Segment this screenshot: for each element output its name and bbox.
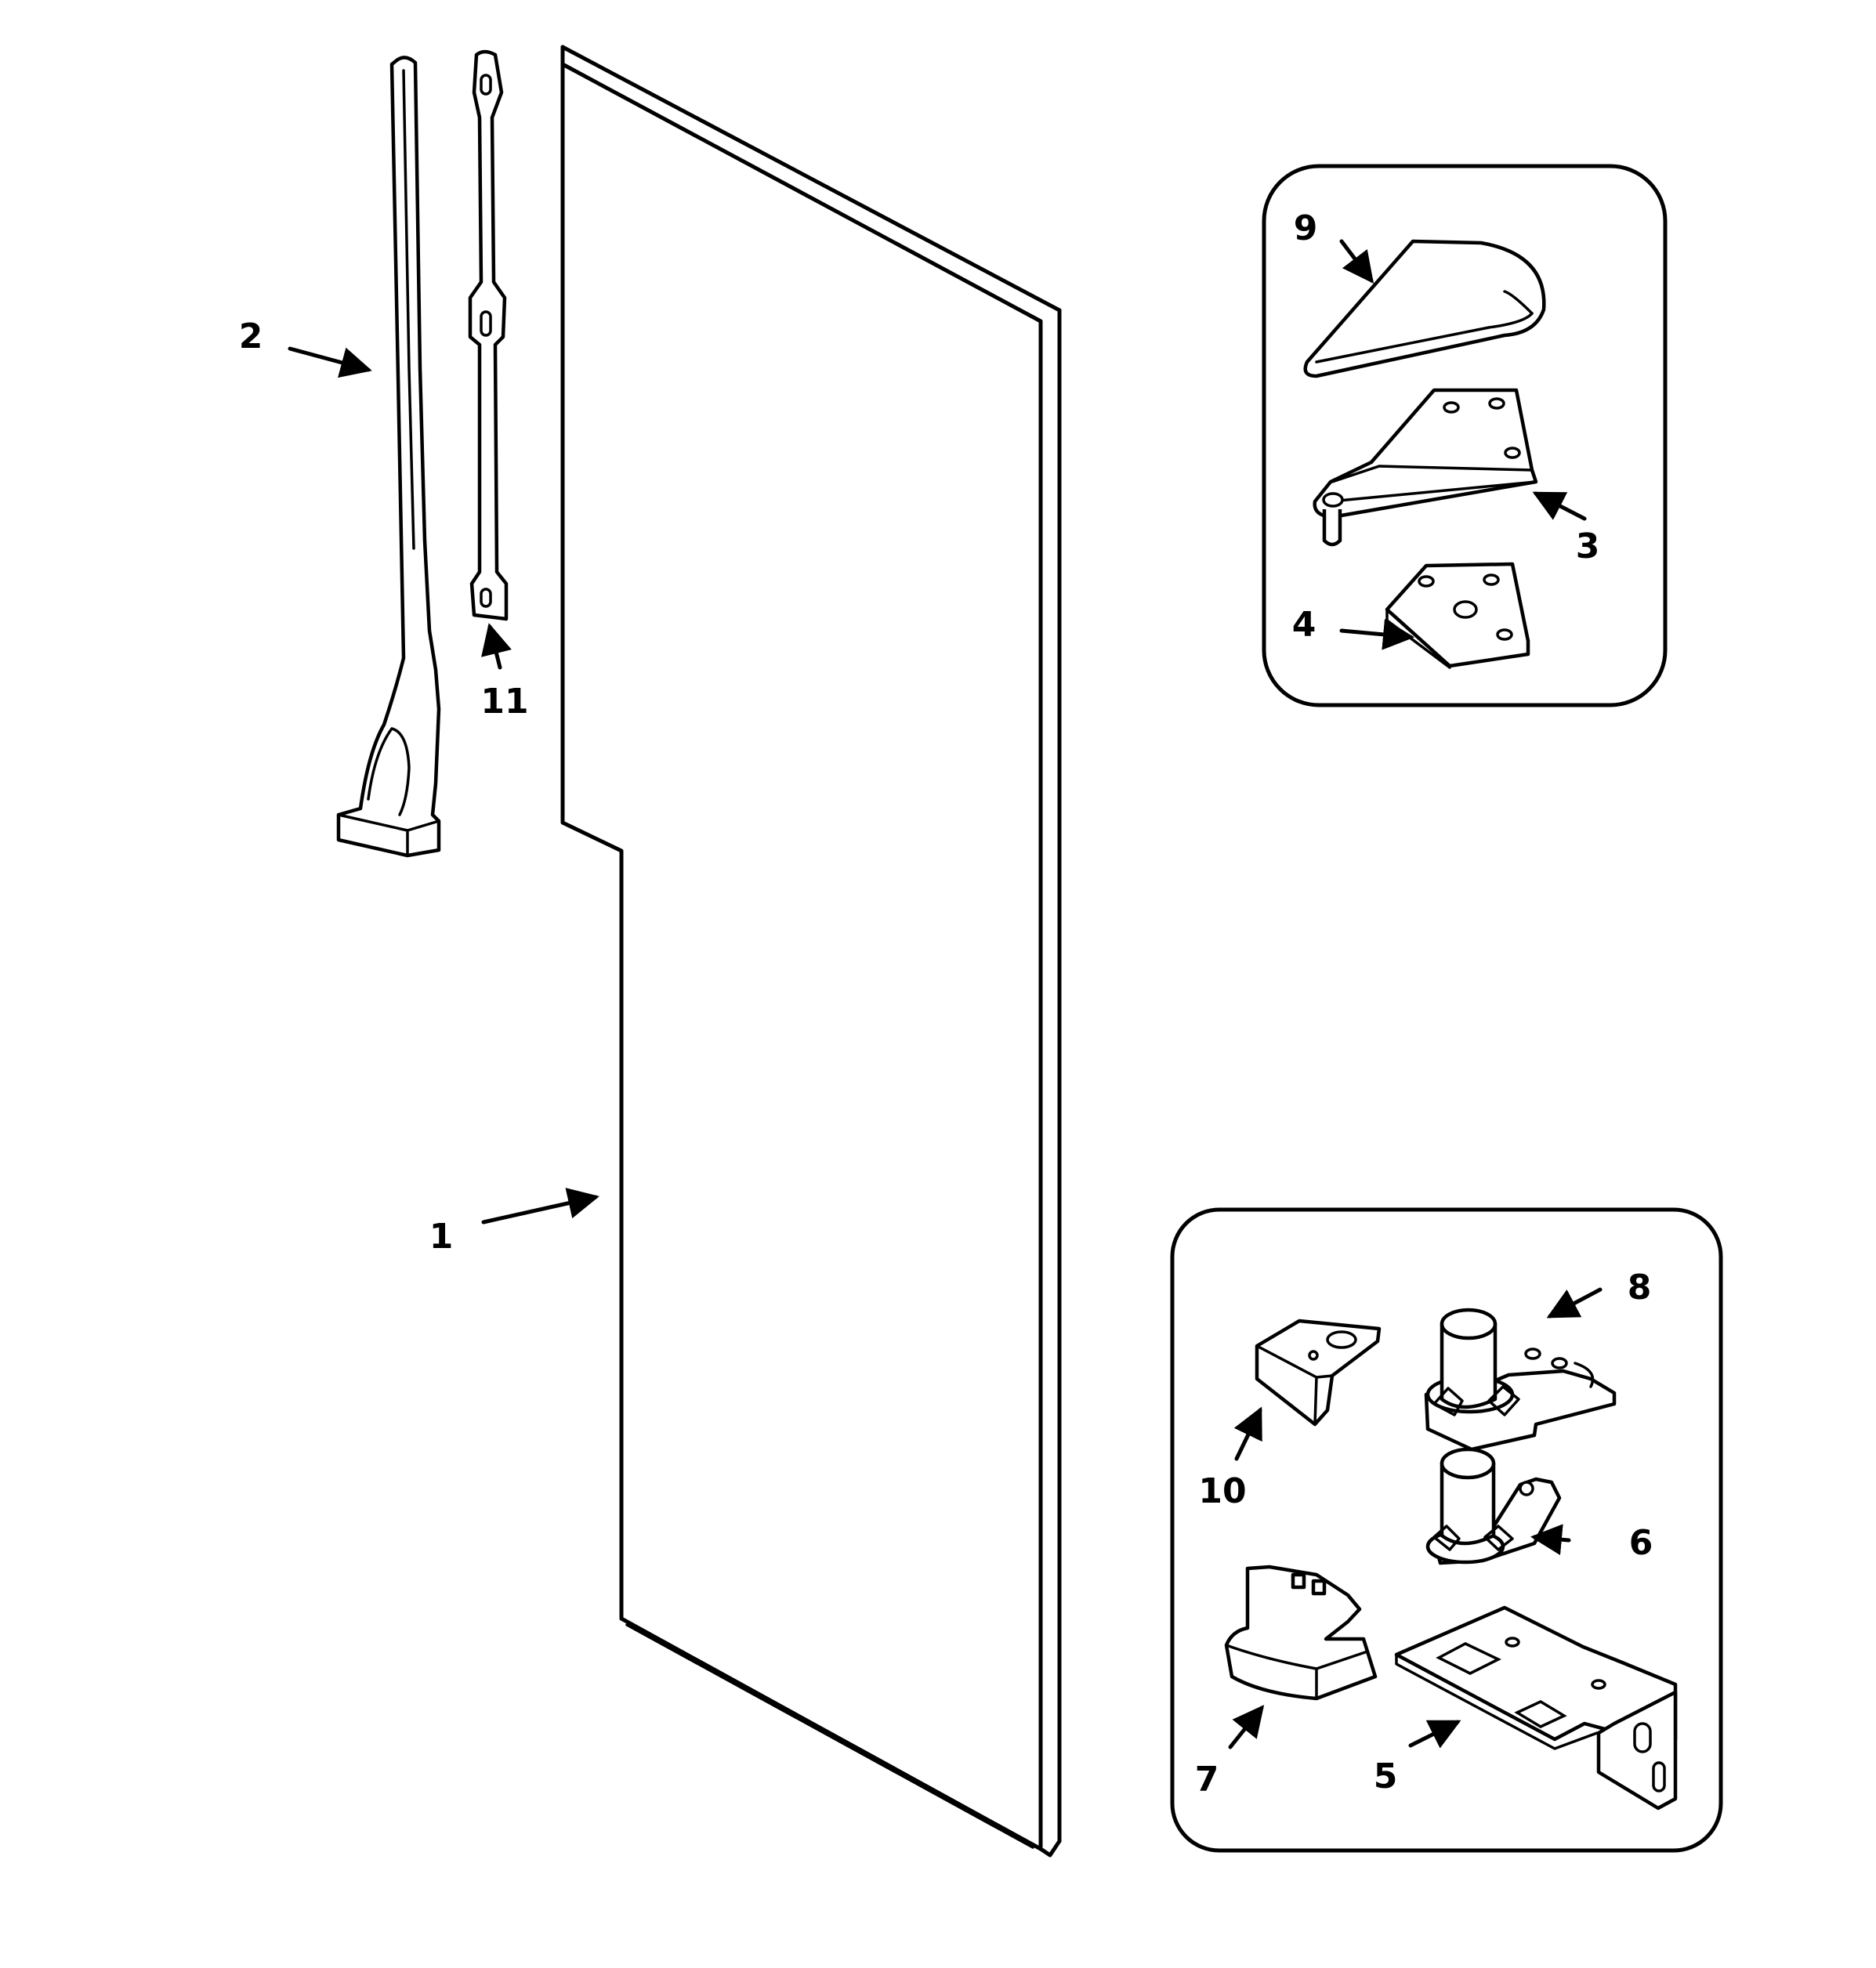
hinge-cover-bottom <box>1224 1565 1378 1701</box>
top-hinge-inset <box>1262 164 1668 707</box>
callout-5: 5 <box>1374 1756 1398 1796</box>
callout-1: 1 <box>429 1217 454 1257</box>
callout-2: 2 <box>239 317 263 356</box>
hinge-cover-top <box>1303 239 1546 378</box>
bottom-hinge-inset <box>1170 1207 1723 1853</box>
callout-8: 8 <box>1628 1268 1652 1308</box>
callout-10: 10 <box>1198 1471 1246 1511</box>
door-panel <box>560 45 1062 1858</box>
callout-4: 4 <box>1292 605 1316 645</box>
leader-arrows <box>288 239 1603 1749</box>
hinge-pin-lower <box>1425 1447 1562 1565</box>
door-stop-bracket <box>1255 1319 1382 1427</box>
callout-6: 6 <box>1629 1523 1653 1563</box>
hinge-shim <box>1385 562 1530 669</box>
door-handle <box>336 56 441 858</box>
hinge-pin-upper <box>1424 1308 1617 1452</box>
callout-7: 7 <box>1195 1760 1219 1800</box>
top-hinge <box>1313 388 1538 547</box>
callout-9: 9 <box>1294 208 1318 248</box>
callout-3: 3 <box>1576 526 1600 566</box>
callout-labels: 1 2 3 4 5 6 7 8 9 10 11 <box>239 208 1653 1800</box>
callout-11: 11 <box>480 682 528 722</box>
door-closer-link <box>468 49 509 621</box>
bottom-hinge-bracket <box>1394 1605 1678 1811</box>
